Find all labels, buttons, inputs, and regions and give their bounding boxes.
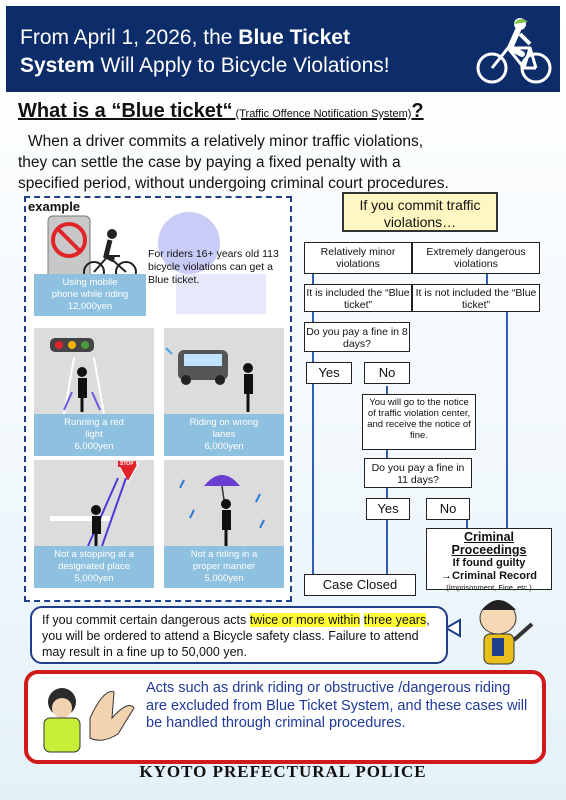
caption-red-light: Running a red light 6,000yen	[34, 414, 154, 456]
decor-circle	[158, 212, 220, 274]
caption-stop: Not a stopping at a designated place 5,0…	[34, 546, 154, 588]
flow-no-1: No	[364, 362, 410, 384]
caption-manner: Not a riding in a proper manner 5,000yen	[164, 546, 284, 588]
flowchart: If you commit traffic violations… Relati…	[296, 190, 562, 600]
flow-question-11-days: Do you pay a fine in 11 days?	[364, 458, 472, 488]
phone-riding-illustration	[47, 215, 137, 283]
footer-police-name: KYOTO PREFECTURAL POLICE	[139, 762, 427, 781]
flow-yes-2: Yes	[366, 498, 410, 520]
wrong-lane-illustration	[165, 347, 253, 412]
flow-question-8-days: Do you pay a fine in 8 days?	[304, 322, 410, 352]
flow-case-closed: Case Closed	[304, 574, 416, 596]
example-card-phone: Using mobile phone while riding 12,000ye…	[34, 206, 146, 324]
intro-text: When a driver commits a relatively minor…	[18, 133, 449, 192]
example-card-manner: Not a riding in a proper manner 5,000yen	[164, 460, 284, 588]
flow-criminal-proceedings: Criminal Proceedings If found guilty →Cr…	[426, 528, 552, 592]
decor-rect	[176, 274, 266, 314]
stop-sign-illustration	[50, 463, 139, 547]
example-note: For riders 16+ years old 113 bicycle vio…	[148, 248, 279, 286]
flow-no-2: No	[426, 498, 470, 520]
example-panel: example For riders 16+ years old 113 bic…	[24, 196, 292, 602]
cyclist-icon	[476, 18, 552, 84]
safety-class-notice: If you commit certain dangerous acts twi…	[30, 606, 448, 664]
flow-not-included: It is not included the “Blue ticket”	[412, 284, 540, 312]
example-card-stop: STOP Not a stopping at a designated plac…	[34, 460, 154, 588]
exclusion-warning-box: Acts such as drink riding or obstructive…	[24, 670, 546, 764]
title-banner: From April 1, 2026, the Blue Ticket Syst…	[6, 6, 560, 92]
flow-line	[466, 508, 468, 532]
flow-minor: Relatively minor violations	[304, 242, 412, 274]
caption-wrong-lane: Riding on wrong lanes 6,000yen	[164, 414, 284, 456]
flow-notice-center: You will go to the notice of traffic vio…	[362, 394, 476, 450]
banner-title: From April 1, 2026, the Blue Ticket Syst…	[20, 26, 390, 77]
example-card-red-light: Running a red light 6,000yen	[34, 328, 154, 456]
example-card-wrong-lane: Riding on wrong lanes 6,000yen	[164, 328, 284, 456]
flow-start: If you commit traffic violations…	[342, 192, 498, 232]
flow-line	[486, 256, 488, 296]
flow-dangerous: Extremely dangerous violations	[412, 242, 540, 274]
flow-line	[506, 310, 508, 532]
example-label: example	[28, 199, 81, 214]
mascot-icon	[446, 600, 534, 665]
flow-yes-1: Yes	[306, 362, 352, 384]
warning-text: Acts such as drink riding or obstructive…	[146, 680, 528, 731]
section-title: What is a “Blue ticket“ (Traffic Offence…	[18, 100, 424, 122]
cyclist-stop-hand-icon	[43, 688, 135, 753]
red-light-illustration	[50, 338, 105, 414]
umbrella-riding-illustration	[179, 475, 265, 546]
caption-phone: Using mobile phone while riding 12,000ye…	[34, 274, 146, 316]
stop-sign-label: STOP	[118, 461, 136, 467]
flow-line	[312, 256, 314, 576]
flow-included: It is included the “Blue ticket”	[304, 284, 412, 312]
